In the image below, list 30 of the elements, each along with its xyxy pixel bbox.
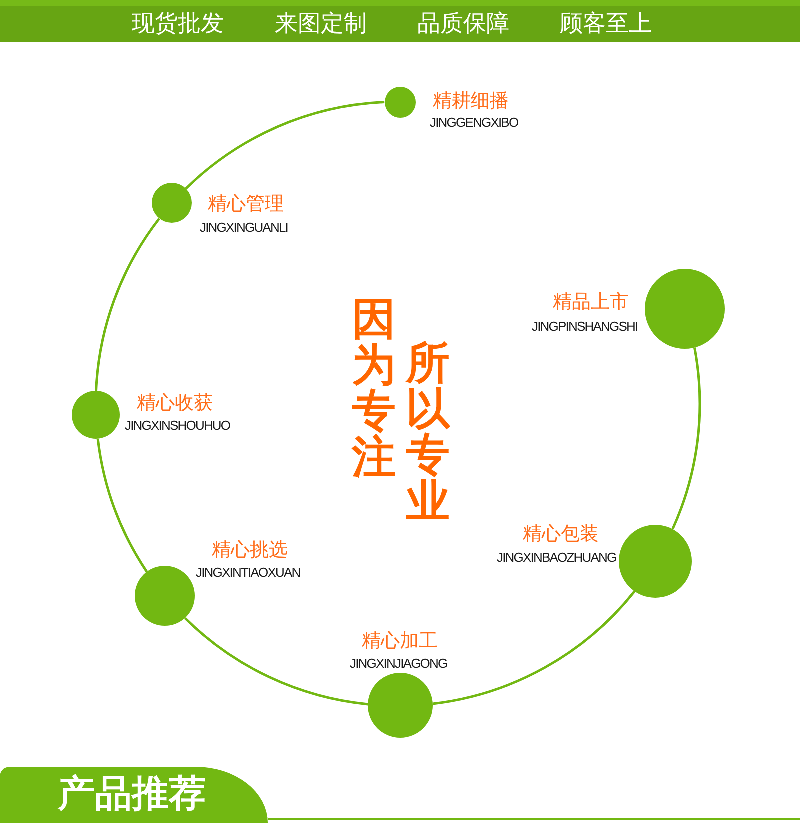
ring-arc	[432, 590, 636, 706]
step-dot	[134, 566, 195, 626]
tagline: 现货批发	[132, 11, 224, 39]
tagline: 来图定制	[275, 11, 367, 39]
tagline: 品质保障	[418, 11, 510, 39]
step-title: 精耕细播	[433, 90, 509, 112]
ring-arc	[672, 348, 701, 530]
ring-arc	[95, 218, 160, 392]
step-pinyin: JINGXINTIAOXUAN	[196, 564, 300, 580]
step-title: 精心挑选	[212, 539, 288, 561]
ring-arc	[185, 101, 385, 190]
slogan-text: 因为专注	[351, 297, 397, 481]
slogan-text: 所以专业	[405, 341, 451, 525]
step-dot	[152, 183, 192, 224]
step-pinyin: JINGXINJIAGONG	[350, 656, 448, 670]
step-pinyin: JINGXINGUANLI	[200, 220, 288, 235]
ring-arc	[184, 617, 368, 706]
section-heading: 产品推荐	[58, 772, 206, 816]
step-pinyin: JINGGENGXIBO	[430, 114, 518, 130]
tagline: 顾客至上	[560, 11, 652, 39]
step-title: 精心包装	[523, 522, 599, 544]
step-title: 精心管理	[208, 192, 284, 214]
step-dot	[384, 86, 416, 118]
step-title: 精品上市	[553, 291, 629, 313]
step-pinyin: JINGXINBAOZHUANG	[497, 550, 616, 564]
step-pinyin: JINGXINSHOUHUO	[125, 418, 230, 432]
step-title: 精心加工	[362, 630, 438, 652]
ring-arc	[96, 438, 148, 573]
step-pinyin: JINGPINSHANGSHI	[532, 318, 638, 334]
step-title: 精心收获	[137, 392, 213, 414]
